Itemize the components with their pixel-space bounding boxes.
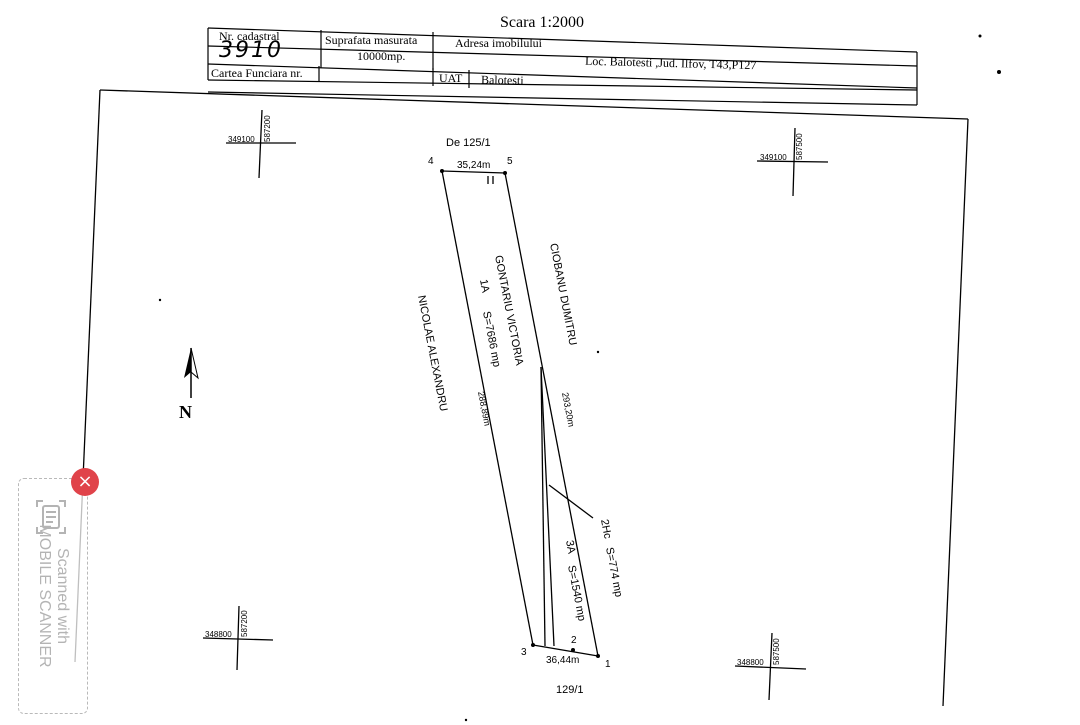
plan-frame-top <box>99 89 969 120</box>
point-5: 5 <box>507 156 513 167</box>
neighbor-bottom: 129/1 <box>556 684 584 696</box>
parcel-3a-area: S=1540 mp <box>565 564 588 622</box>
close-watermark-button[interactable]: × <box>71 468 99 496</box>
parcel-3a-label: 3A <box>563 539 577 555</box>
point-2: 2 <box>571 635 577 646</box>
coord-bl-y: 587200 <box>240 610 249 637</box>
coord-tl-y: 587200 <box>263 115 272 142</box>
point-4: 4 <box>428 156 434 167</box>
point-3: 3 <box>521 647 527 658</box>
uat-label: UAT <box>439 71 463 85</box>
parcel-outline <box>441 170 599 657</box>
coord-tl-x: 349100 <box>228 135 255 144</box>
parcel-1a-label: 1A <box>477 278 491 294</box>
watermark-line-2: MOBILE SCANNER <box>36 524 53 668</box>
coord-tr-y: 587500 <box>795 133 804 160</box>
parcel-2hc-label: 2Hc <box>598 518 614 540</box>
north-label: N <box>179 402 192 422</box>
plan-frame-right <box>942 118 969 707</box>
address-label: Adresa imobilului <box>455 36 542 50</box>
length-bottom: 36,44m <box>546 655 579 666</box>
parcel-2hc-area: S=774 mp <box>603 546 624 598</box>
area-label: Suprafata masurata <box>325 33 418 47</box>
length-top: 35,24m <box>457 160 490 171</box>
neighbor-right: CIOBANU DUMITRU <box>547 242 579 346</box>
cadastral-label: Nr. cadastral <box>219 29 280 43</box>
cadastral-value: 3910 <box>219 38 283 63</box>
neighbor-top: De 125/1 <box>446 137 491 149</box>
header-table: Nr. cadastral 3910 Suprafata masurata 10… <box>205 26 920 108</box>
document-scan-icon <box>36 500 66 534</box>
scanner-watermark: Scanned with MOBILE SCANNER <box>18 478 88 714</box>
coord-br-y: 587500 <box>772 638 781 665</box>
north-arrow: N <box>179 347 199 422</box>
area-value: 10000mp. <box>357 49 406 63</box>
neighbor-left: NICOLAE ALEXANDRU <box>415 294 449 412</box>
point-1: 1 <box>605 659 611 670</box>
length-right: 293,20m <box>560 391 577 427</box>
close-icon[interactable]: × <box>77 471 93 492</box>
land-book-label: Cartea Funciara nr. <box>211 66 303 80</box>
coord-tr-x: 349100 <box>760 153 787 162</box>
watermark-text: Scanned with MOBILE SCANNER <box>35 524 71 667</box>
coord-br-x: 348800 <box>737 658 764 667</box>
scale-title: Scara 1:2000 <box>500 14 584 31</box>
header-table-grid <box>207 27 918 106</box>
length-left: 288,89m <box>476 390 493 426</box>
parcel-1a-area: S=7686 mp <box>480 310 503 368</box>
coord-bl-x: 348800 <box>205 630 232 639</box>
watermark-line-1: Scanned with <box>54 547 71 645</box>
